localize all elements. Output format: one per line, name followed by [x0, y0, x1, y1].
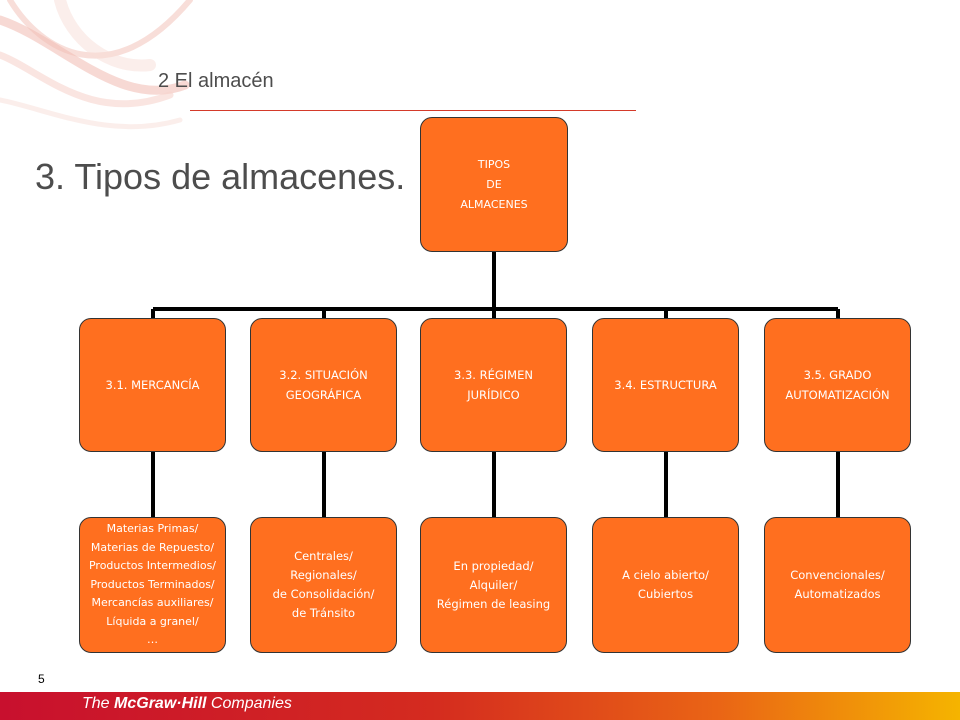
brand-prefix: The — [82, 695, 115, 712]
leaf-line: Centrales/ — [294, 549, 353, 563]
root-node: TIPOS DE ALMACENES — [420, 117, 568, 252]
root-line: DE — [486, 177, 502, 191]
leaf-line: A cielo abierto/ — [622, 568, 709, 582]
category-node-estructura: 3.4. ESTRUCTURA — [592, 318, 739, 452]
leaf-line: de Consolidación/ — [272, 587, 375, 601]
category-line: 3.1. MERCANCÍA — [105, 378, 200, 392]
leaf-line: de Tránsito — [291, 606, 356, 620]
header-divider — [190, 110, 636, 111]
brand-logo: The McGraw·Hill Companies — [82, 695, 292, 713]
leaf-line: Materias Primas/ — [106, 522, 199, 536]
section-title: 2 El almacén — [158, 70, 274, 92]
category-node-automatizacion: 3.5. GRADO AUTOMATIZACIÓN — [764, 318, 911, 452]
leaf-line: Cubiertos — [637, 587, 694, 601]
slide-heading: 3. Tipos de almacenes. — [35, 156, 406, 197]
category-line: 3.5. GRADO — [803, 368, 872, 382]
page-number: 5 — [38, 672, 45, 686]
leaf-line: Productos Terminados/ — [90, 577, 215, 591]
category-line: 3.2. SITUACIÓN — [279, 368, 368, 382]
leaf-line: Materias de Repuesto/ — [90, 540, 215, 554]
leaf-line: Regionales/ — [290, 568, 357, 582]
leaf-node-estructura: A cielo abierto/ Cubiertos — [592, 517, 739, 653]
category-node-mercancia: 3.1. MERCANCÍA — [79, 318, 226, 452]
category-line: 3.4. ESTRUCTURA — [614, 378, 717, 392]
leaf-node-mercancia: Materias Primas/ Materias de Repuesto/ P… — [79, 517, 226, 653]
brand-name: McGraw·Hill — [114, 695, 207, 712]
leaf-node-situacion: Centrales/ Regionales/ de Consolidación/… — [250, 517, 397, 653]
leaf-line: Convencionales/ — [790, 568, 885, 582]
leaf-line: Alquiler/ — [469, 577, 518, 592]
footer-bar: The McGraw·Hill Companies — [0, 692, 960, 720]
brand-suffix: Companies — [206, 695, 292, 712]
root-line: ALMACENES — [460, 197, 528, 211]
leaf-line: Líquida a granel/ — [106, 614, 199, 628]
category-node-situacion: 3.2. SITUACIÓN GEOGRÁFICA — [250, 318, 397, 452]
category-line: GEOGRÁFICA — [285, 388, 362, 402]
category-line: AUTOMATIZACIÓN — [785, 388, 890, 402]
leaf-line: Automatizados — [794, 587, 881, 601]
leaf-line: En propiedad/ — [453, 558, 534, 573]
category-node-regimen: 3.3. RÉGIMEN JURÍDICO — [420, 318, 567, 452]
root-line: TIPOS — [477, 157, 511, 171]
category-line: JURÍDICO — [467, 388, 520, 402]
category-line: 3.3. RÉGIMEN — [454, 368, 533, 382]
leaf-line: Régimen de leasing — [436, 596, 551, 611]
leaf-line: … — [146, 633, 158, 647]
decorative-swoosh — [0, 0, 193, 130]
leaf-node-automatizacion: Convencionales/ Automatizados — [764, 517, 911, 653]
leaf-line: Mercancías auxiliares/ — [91, 596, 214, 610]
leaf-node-regimen: En propiedad/ Alquiler/ Régimen de leasi… — [420, 517, 567, 653]
leaf-line: Productos Intermedios/ — [88, 559, 217, 573]
